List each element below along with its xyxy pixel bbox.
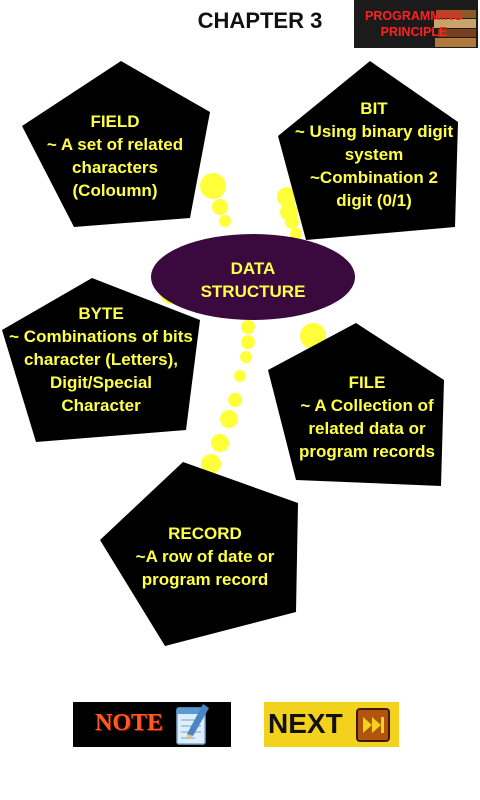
file-line: ~ A Collection of	[300, 396, 434, 415]
file-text: FILE ~ A Collection of related data or p…	[272, 371, 462, 463]
bit-pentagon	[278, 61, 458, 240]
bit-line: ~ Using binary digit	[294, 122, 454, 141]
fast-forward-icon	[356, 708, 390, 742]
field-line: ~ A set of related	[46, 135, 184, 154]
field-title: FIELD	[90, 112, 140, 131]
byte-title: BYTE	[78, 304, 124, 323]
data-structure-ellipse	[151, 234, 355, 320]
connector-field	[200, 173, 231, 227]
record-line: program record	[141, 570, 269, 589]
field-text: FIELD ~ A set of related characters (Col…	[20, 110, 210, 202]
file-line: program records	[298, 442, 436, 461]
record-title: RECORD	[168, 524, 242, 543]
byte-line: Character	[61, 396, 141, 415]
field-line: (Coloumn)	[72, 181, 158, 200]
field-line: characters	[71, 158, 158, 177]
data-structure-label: DATA STRUCTURE	[173, 257, 333, 303]
logo-line-2: PRINCIPLE	[380, 25, 448, 39]
note-label: NOTE	[95, 710, 164, 736]
chapter-title: CHAPTER 3	[197, 8, 323, 33]
bit-title: BIT	[360, 99, 388, 118]
connector-bit	[277, 187, 302, 240]
programming-principle-logo: PROGRAMMING PRINCIPLE	[354, 0, 478, 48]
next-label: NEXT	[268, 708, 343, 739]
books-icon	[434, 10, 476, 47]
next-button[interactable]: NEXT	[264, 702, 399, 747]
connector-record	[201, 320, 255, 474]
record-pentagon	[100, 462, 298, 646]
file-title: FILE	[348, 373, 386, 392]
notepad-icon	[176, 704, 209, 745]
note-button[interactable]: NOTE	[73, 702, 231, 747]
center-line: STRUCTURE	[200, 282, 306, 301]
bit-text: BIT ~ Using binary digit system ~Combina…	[276, 97, 472, 212]
record-text: RECORD ~A row of date or program record	[110, 522, 300, 591]
byte-pentagon	[2, 278, 200, 442]
byte-line: Digit/Special	[49, 373, 153, 392]
file-pentagon	[268, 323, 444, 486]
byte-text: BYTE ~ Combinations of bits character (L…	[0, 302, 202, 417]
logo-line-1: PROGRAMMING	[365, 9, 463, 23]
bit-line: system	[344, 145, 404, 164]
bit-line: digit (0/1)	[336, 191, 412, 210]
record-line: ~A row of date or	[135, 547, 275, 566]
byte-line: ~ Combinations of bits	[9, 327, 193, 346]
file-line: related data or	[308, 419, 426, 438]
center-line: DATA	[230, 259, 276, 278]
byte-line: character (Letters),	[23, 350, 178, 369]
bit-line: ~Combination 2	[310, 168, 438, 187]
field-pentagon	[22, 61, 210, 227]
